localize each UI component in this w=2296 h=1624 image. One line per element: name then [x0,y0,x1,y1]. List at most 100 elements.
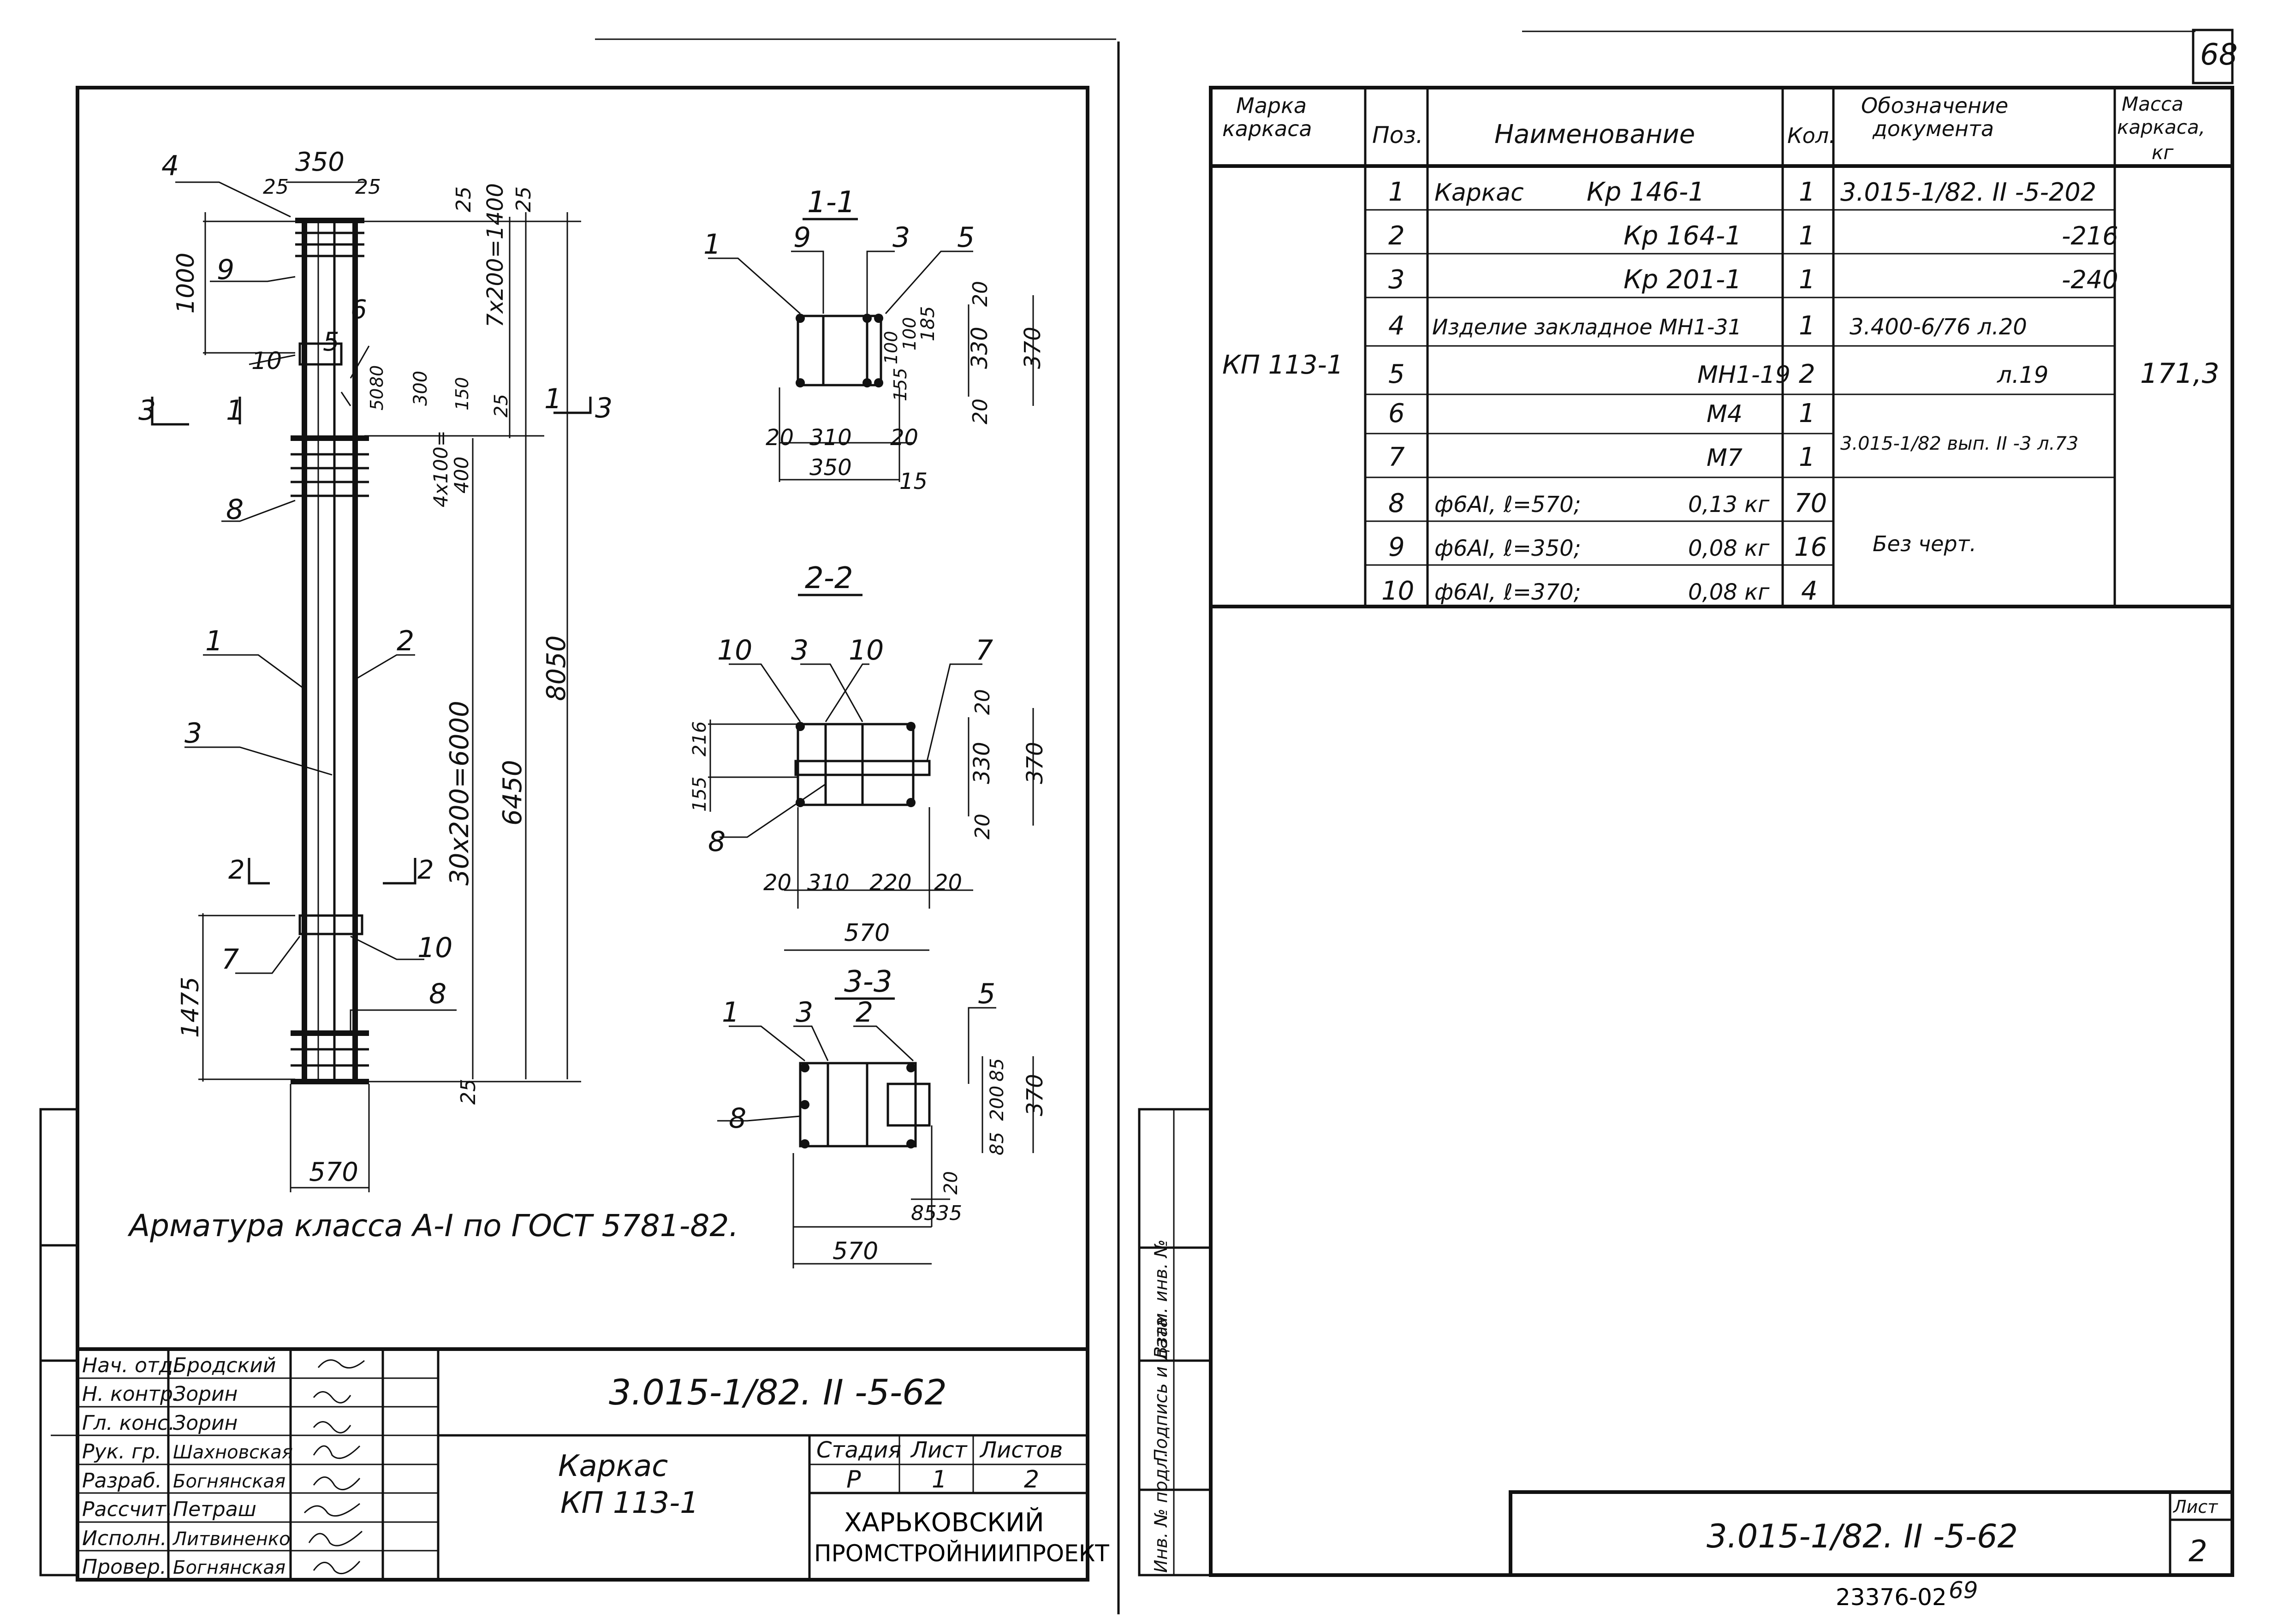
left-frame [76,86,1089,1582]
sign-role: Н. контр. [82,1382,179,1406]
section-mark-1: 1 [226,394,244,427]
pos-label: 2 [397,625,414,657]
sheets-value: 2 [1024,1466,1039,1493]
pos-label: 3 [791,634,809,666]
sheet-header: Лист [910,1437,968,1463]
dim-label: 155 [890,368,910,401]
sheet-value: 2 [2189,1535,2207,1569]
left-sheet: 4 350 25 25 25 25 1000 9 10 6 5 7x200=14… [39,86,1109,1582]
row-pos: 10 [1381,576,1414,606]
section-mark-3: 3 [138,394,156,427]
archive-number: 23376-02 [1836,1584,1947,1611]
dim-label: 200 [987,1086,1008,1121]
row-name: ℓ=350; [1503,535,1581,561]
dim-label: 25 [457,1079,480,1105]
sign-name: Шахновская [173,1442,293,1463]
section-mark-2: 2 [417,855,434,885]
pos-label: 4 [161,150,179,182]
dim-label: 1000 [172,253,200,314]
pos-label: 5 [957,221,975,254]
embedded-item-7 [298,914,363,935]
row-qty: 1 [1799,265,1815,295]
dim-label: 570 [833,1237,878,1265]
signature-marks [303,1359,365,1575]
row-qty: 1 [1799,399,1815,428]
header-mass: каркаса, [2117,116,2205,138]
sign-name: Петраш [173,1498,256,1521]
section-title: 1-1 [807,185,856,220]
frame-mass: 171,3 [2140,357,2219,390]
row-qty: 2 [1799,359,1815,389]
dim-label: 100 [881,331,901,364]
dim-label: 216 [689,721,710,756]
dim-label: 100 [899,317,920,351]
dim-label: 330 [967,327,993,369]
drawing-code: 3.015-1/82. II -5-62 [1707,1517,2018,1555]
section-title: 2-2 [805,561,853,595]
row-name: Изделие закладное МН1-31 [1432,315,1742,339]
dim-label: 20 [763,870,791,896]
dim-label: 570 [844,919,890,947]
dim-label: 35 [936,1202,962,1225]
section-mark-3: 3 [595,392,613,424]
dim-label: 1475 [177,977,204,1038]
row-name: 0,13 кг [1688,492,1770,518]
row-name: МН1-19 [1697,361,1790,389]
row-qty: 1 [1799,442,1815,472]
sign-name: Литвиненко [172,1529,291,1550]
section-1-1: 1-1 1 9 3 5 20 310 20 350 1 [703,185,1046,494]
section-mark-2: 2 [228,855,245,885]
dim-label: 20 [971,689,994,715]
side-stamp: Инв. № подл. Подпись и дата Взам. инв. № [1138,1108,1212,1576]
row-pos: 5 [1388,359,1405,389]
row-name: М4 [1707,400,1743,428]
pos-label: 1 [205,625,223,657]
dim-label: 310 [809,425,852,451]
pos-label: 10 [849,634,884,666]
sign-role: Рассчит. [82,1498,172,1521]
sign-name: Бродский [173,1354,276,1377]
section-outline [797,723,915,806]
dim-label: 6450 [498,760,528,826]
row-pos: 1 [1388,177,1405,207]
row-pos: 8 [1388,488,1405,518]
row-pos: 9 [1388,532,1405,562]
row-name: ф6АI, [1434,492,1496,518]
elevation-view: 4 350 25 25 25 25 1000 9 10 6 5 7x200=14… [138,147,613,1192]
pos-label: 9 [217,254,234,286]
sign-role: Исполн. [82,1527,167,1550]
sign-name: Зорин [173,1382,238,1406]
header-doc: Обозначение [1861,93,2008,118]
cut-3-right [553,397,592,414]
pos-label: 3 [796,996,813,1029]
row-name: ℓ=570; [1503,492,1581,518]
dim-label: 25 [491,394,512,417]
binding-strip [39,1108,79,1576]
dim-label: 25 [355,175,381,199]
row-qty: 1 [1799,221,1815,251]
header-mass: Масса [2122,93,2183,115]
dim-label: 350 [809,455,852,481]
row-name: Кр 201-1 [1624,265,1742,295]
pos-label: 3 [892,221,910,254]
dim-label: 50 [367,388,387,410]
section-mark-1: 1 [544,383,562,415]
sheet-value: 1 [932,1466,947,1493]
dim-label: 400 [450,457,473,494]
pos-label: 10 [251,347,282,375]
page-number-box [2192,29,2234,84]
spec-table: Марка каркаса Поз. Наименование Кол. Обо… [1211,88,2232,608]
stamp-label: Подпись и дата [1151,1317,1171,1462]
dim-label: 7x200=1400 [482,183,508,327]
dim-label: 300 [410,371,431,406]
dim-label: 85 [987,1132,1008,1155]
dim-label: 20 [940,1171,962,1195]
pos-label: 8 [226,494,244,526]
row-doc: 3.400-6/76 л.20 [1850,314,2027,340]
sheet-header: Лист [2172,1497,2219,1517]
row-name: 0,08 кг [1688,579,1770,605]
sign-role: Нач. отд. [82,1354,179,1377]
pos-label: 7 [976,634,993,666]
mesh-upper [291,435,369,497]
dim-label: 370 [1022,742,1048,784]
